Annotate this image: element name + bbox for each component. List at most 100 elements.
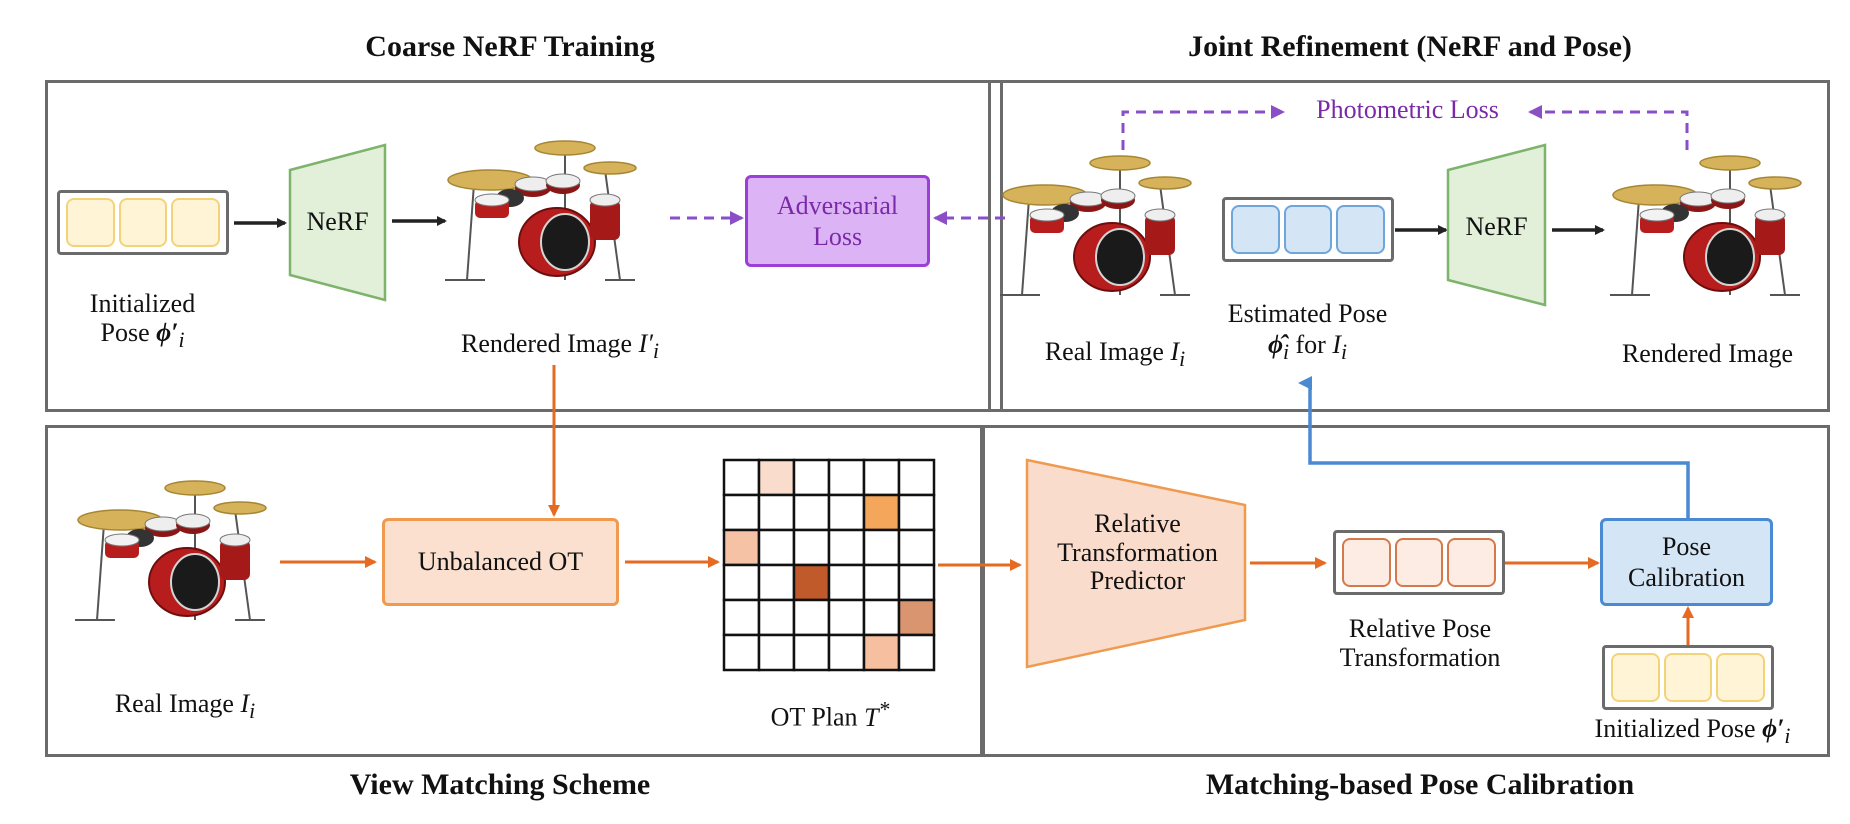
estimated-pose-vector (1222, 197, 1394, 262)
estimated-pose-line1: Estimated Pose (1227, 299, 1388, 328)
real-image-text: Real Image (1044, 337, 1164, 366)
pose-cell (118, 198, 168, 247)
ot-plan-cell-filled (792, 563, 831, 602)
coarse-nerf-trapezoid (288, 143, 387, 302)
pose-calibration-box: Pose Calibration (1600, 518, 1773, 606)
pose-cell (1283, 205, 1333, 254)
joint-nerf-label: NeRF (1465, 212, 1528, 241)
ot-plan-cell (897, 563, 936, 602)
title-coarse-nerf-training: Coarse NeRF Training (365, 30, 655, 63)
ot-plan-cell (862, 563, 901, 602)
title-matching-based-pose-calibration: Matching-based Pose Calibration (1205, 768, 1635, 801)
ot-plan-matrix (722, 458, 936, 672)
ot-plan-cell (897, 528, 936, 567)
relative-pose-line2: Transformation (1339, 642, 1501, 672)
estimated-pose-image-symbol: I (1332, 329, 1342, 359)
pose-cell (1611, 653, 1660, 702)
ot-plan-symbol: T (864, 702, 879, 732)
initialized-pose-subscript: i (1784, 724, 1791, 749)
ot-plan-cell (757, 563, 796, 602)
pose-cell (1342, 538, 1391, 587)
ot-plan-cell-filled (722, 528, 761, 567)
real-drum-image-matching (74, 480, 267, 621)
pose-calibration-line2: Calibration (1628, 563, 1745, 592)
pose-cell (1716, 653, 1766, 702)
relative-pose-transformation-label: Relative Pose Transformation (1310, 614, 1530, 672)
estimated-pose-image-subscript: i (1341, 339, 1348, 364)
joint-real-image-label: Real Image Ii (1015, 337, 1215, 372)
pose-cell (66, 198, 115, 247)
panel-coarse-nerf-training (45, 80, 1003, 412)
predictor-line1: Relative (1094, 509, 1181, 538)
ot-plan-cell (757, 528, 796, 567)
pose-calibration-line1: Pose (1661, 531, 1712, 561)
relative-pose-vector (1333, 530, 1505, 595)
ot-plan-cell-filled (862, 493, 901, 532)
ot-plan-cell (897, 633, 936, 672)
predictor-line3: Predictor (1089, 566, 1186, 596)
ot-plan-cell (792, 458, 831, 497)
ot-plan-cell-filled (757, 458, 796, 497)
estimated-pose-label: Estimated Pose ϕ̂i for Ii (1200, 299, 1415, 365)
rendered-image-subscript: i (652, 339, 659, 364)
ot-plan-cell-filled (862, 633, 901, 672)
ot-plan-cell (757, 493, 796, 532)
pose-cell (1447, 538, 1497, 587)
real-image-subscript: i (249, 699, 256, 724)
estimated-pose-for: for (1295, 329, 1326, 359)
adversarial-loss-box: Adversarial Loss (745, 175, 930, 267)
coarse-rendered-image-label: Rendered Image I′i (430, 329, 690, 364)
ot-plan-cell (827, 598, 866, 637)
initialized-pose-text: Initialized Pose (1594, 714, 1756, 743)
ot-plan-cell (757, 598, 796, 637)
ot-plan-cell (722, 633, 761, 672)
relative-transformation-predictor-label: Relative Transformation Predictor (1030, 509, 1245, 596)
pose-cell (1231, 205, 1280, 254)
rendered-image-text: Rendered Image (461, 329, 633, 358)
joint-nerf-trapezoid (1446, 143, 1547, 307)
ot-plan-cell (722, 458, 761, 497)
ot-plan-cell (897, 493, 936, 532)
ot-plan-cell (862, 528, 901, 567)
pose-cell (1336, 205, 1386, 254)
panel-pose-calibration (980, 425, 1830, 757)
init-pose-subscript: i (178, 327, 185, 352)
ot-plan-cell (792, 528, 831, 567)
adversarial-line1: Adversarial (776, 190, 899, 220)
matching-real-image-label: Real Image Ii (85, 689, 285, 724)
joint-rendered-image-label: Rendered Image (1621, 339, 1794, 368)
panel-joint-refinement (988, 80, 1830, 412)
init-pose-line2: Pose (100, 317, 150, 347)
ot-plan-cell (862, 458, 901, 497)
rendered-drum-image-joint (1609, 155, 1802, 296)
ot-plan-cell (897, 458, 936, 497)
initialized-pose-symbol: ϕ′ (1762, 714, 1785, 743)
rendered-drum-image (444, 140, 637, 281)
ot-plan-superscript: * (878, 697, 890, 721)
calibration-initialized-pose-vector (1602, 645, 1774, 710)
real-image-subscript: i (1179, 347, 1186, 372)
ot-plan-cell (722, 598, 761, 637)
ot-plan-cell (722, 563, 761, 602)
photometric-loss-label: Photometric Loss (1316, 95, 1499, 124)
ot-plan-cell (792, 633, 831, 672)
ot-plan-cell (862, 598, 901, 637)
ot-plan-cell (792, 598, 831, 637)
pose-cell (171, 198, 221, 247)
ot-plan-cell (827, 633, 866, 672)
ot-plan-text: OT Plan (770, 702, 858, 732)
relative-pose-line1: Relative Pose (1348, 614, 1492, 643)
ot-plan-cell (722, 493, 761, 532)
coarse-nerf-label: NeRF (306, 207, 369, 236)
coarse-initialized-pose-vector (57, 190, 229, 255)
unbalanced-ot-box: Unbalanced OT (382, 518, 619, 606)
estimated-pose-subscript: i (1282, 339, 1290, 364)
ot-plan-cell (827, 458, 866, 497)
predictor-line2: Transformation (1057, 537, 1218, 567)
ot-plan-cell (827, 493, 866, 532)
relative-transformation-predictor-trapezoid (1025, 458, 1247, 669)
real-image-text: Real Image (114, 689, 234, 718)
init-pose-line1: Initialized (89, 289, 196, 318)
